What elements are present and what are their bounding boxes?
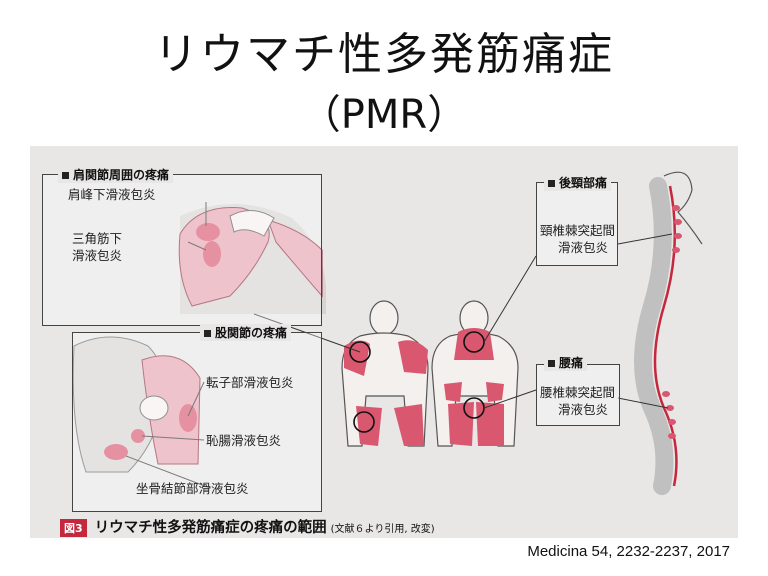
lumbar-pain-box (536, 364, 620, 426)
body-back-view-left (341, 300, 429, 447)
lumbar-label-1: 腰椎棘突起間 (540, 385, 616, 400)
neck-label-2: 滑液包炎 (558, 240, 609, 255)
hip-label-trochanteric: 転子部滑液包炎 (206, 375, 294, 390)
hip-pain-header: 股関節の疼痛 (200, 324, 292, 341)
header-square-icon (548, 180, 555, 187)
figure-caption: 図3 リウマチ性多発筋痛症の疼痛の範囲(文献６より引用, 改変) (60, 516, 738, 537)
hip-pain-box (72, 332, 322, 512)
lumbar-pain-header: 腰痛 (544, 354, 588, 371)
shoulder-pain-box (42, 174, 322, 326)
figure-number-tag: 図3 (60, 519, 87, 537)
shoulder-anatomy-illustration (178, 203, 326, 314)
header-square-icon (204, 330, 211, 337)
slide-subtitle: （PMR） (300, 92, 468, 138)
header-square-icon (62, 172, 69, 179)
leader-lines (125, 202, 673, 489)
hip-label-ischial: 坐骨結節部滑液包炎 (136, 481, 249, 496)
spine-illustration (634, 171, 703, 495)
hip-label-iliopectineal: 恥腸滑液包炎 (206, 433, 282, 448)
shoulder-label-subdeltoid-2: 滑液包炎 (72, 248, 123, 263)
shoulder-label-subdeltoid-1: 三角筋下 (72, 231, 123, 246)
neck-label-1: 頸椎棘突起間 (540, 223, 616, 238)
neck-pain-header: 後頸部痛 (544, 174, 612, 191)
lumbar-label-2: 滑液包炎 (558, 402, 609, 417)
figure-illustration (72, 171, 703, 495)
shoulder-pain-header: 肩関節周囲の疼痛 (58, 166, 174, 183)
figure-caption-note: (文献６より引用, 改変) (330, 524, 435, 535)
body-back-view-right (431, 300, 519, 447)
figure-caption-text: リウマチ性多発筋痛症の疼痛の範囲 (94, 520, 327, 536)
citation: Medicina 54, 2232-2237, 2017 (527, 543, 730, 560)
figure-photo: 肩関節周囲の疼痛 肩峰下滑液包炎 三角筋下 滑液包炎 股関節の疼痛 転子部滑液包… (30, 146, 738, 538)
header-square-icon (548, 360, 555, 367)
slide-title: リウマチ性多発筋痛症 (154, 29, 614, 80)
shoulder-label-subacromial: 肩峰下滑液包炎 (68, 187, 156, 202)
